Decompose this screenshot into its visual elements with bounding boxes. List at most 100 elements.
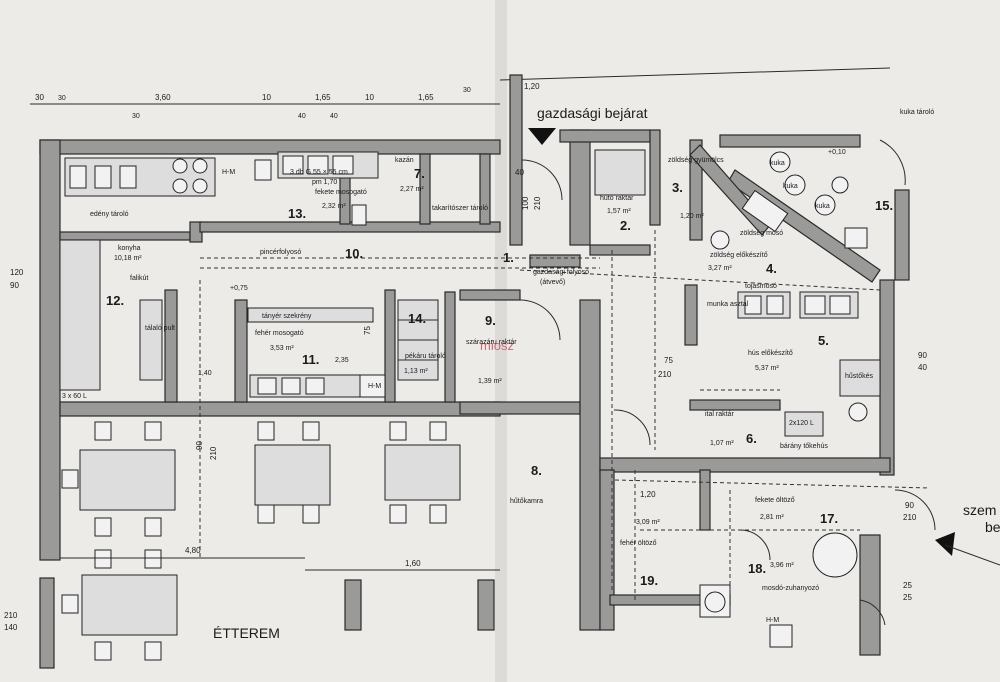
hm-label: H-M [368,383,381,390]
room-number: 15. [875,198,893,213]
hm-label: H-M [766,617,779,624]
dim: 210 [658,370,672,379]
room-area: 3,09 m² [636,519,660,526]
room-name: hús előkészítő [748,350,793,357]
room-area: 10,18 m² [114,255,142,262]
room-name: szárazáru raktár [466,339,517,346]
right-dim: 90 [905,501,914,510]
room-area: 5,37 m² [755,365,779,372]
dish-storage-label: edény tároló [90,211,129,218]
room-area: 3,27 m² [708,265,732,272]
room-number: 6. [746,431,757,446]
top-dim: 3,60 [155,93,171,102]
room-area: 2,27 m² [400,186,424,193]
room-area: 1,13 m² [404,368,428,375]
dim: 75 [664,356,673,365]
room-number: 3. [672,180,683,195]
dishes-label: 3 db G 55 × 55 cm [290,169,348,176]
room-number: 11. [302,352,319,367]
room-name: pékáru tároló [405,353,446,360]
room-name: zöldség előkészítő [710,252,768,259]
dim: 210 [533,196,542,210]
level-label: +0,75 [230,285,248,292]
right-dim: 25 [903,593,912,602]
room-number: 18. [748,561,766,576]
level-label: +0,10 [828,149,846,156]
room-area: 2,32 m² [322,203,346,210]
dim: 210 [209,446,218,460]
bin-label: kuka [815,203,830,210]
room-number: 5. [818,333,829,348]
entrance-label: gazdasági bejárat [537,105,648,121]
top-dim: 1,65 [315,93,331,102]
room-number: 13. [288,206,306,221]
page-fold [495,0,507,682]
room-sub: (átvevő) [540,279,565,286]
entrance-label-2b: be [985,519,1000,535]
door-swings [519,139,936,626]
dim-label: 2,35 [335,357,349,364]
boiler-label: 3 x 60 L [62,393,87,400]
egg-wash-label: tojásmosó [745,283,777,290]
top-dim: 1,20 [524,82,540,91]
room-name: kuka tároló [900,109,934,116]
cleaning-label: takarítószer tároló [432,205,488,212]
dim: 100 [521,196,530,210]
entrance-arrow-2 [935,532,955,556]
room-number: 14. [408,311,426,326]
room-name: hűtő raktár [600,195,634,202]
freezer-label: 2x120 L [789,420,814,427]
dim-label: 1,40 [198,370,212,377]
bin-label: kuka [783,183,798,190]
room-number: 4. [766,261,777,276]
room-name: ital raktár [705,411,734,418]
room-name: hűtőkamra [510,498,543,505]
room-name: zöldség gyümölcs [668,157,724,164]
left-dim: 210 [4,611,18,620]
entrance-arrow-line [944,544,1000,566]
room-name: fekete mosogató [315,189,367,196]
top-dim: 10 [262,93,271,102]
beef-label: bárány tőkehús [780,443,828,450]
dim: 90 [195,441,204,450]
plate-cabinet-label: tányér szekrény [262,313,312,320]
top-dim: 30 [35,93,44,102]
dining-label: ÉTTEREM [213,625,280,641]
left-dim: 120 [10,268,24,277]
equipment-row [59,151,439,398]
right-dim: 25 [903,581,912,590]
dim: 40 [515,168,524,177]
veg-wash-label: zöldség mosó [740,230,783,237]
top-dim: 30 [132,113,140,120]
entrance-label-2: szem [963,502,996,518]
bottom-dim: 4,80 [185,546,201,555]
room-name: kazán [395,157,414,164]
room-area: 1,20 m² [680,213,704,220]
room-number: 10. [345,246,363,261]
top-dim: 1,65 [418,93,434,102]
dim: 1,20 [640,490,656,499]
pipes [199,230,931,600]
faucet-label: falikút [130,275,148,282]
room-name: fehér öltöző [620,540,657,547]
walls [39,74,910,669]
top-dim: 40 [298,113,306,120]
room-area: 1,57 m² [607,208,631,215]
right-dim: 210 [903,513,917,522]
room-area: 1,07 m² [710,440,734,447]
hm-label: H-M [222,169,235,176]
watermark: miosz [480,338,514,353]
room-number: 17. [820,511,838,526]
room-number: 9. [485,313,496,328]
top-dim: 40 [330,113,338,120]
room-name: fehér mosogató [255,330,304,337]
room-number: 8. [531,463,542,478]
room-area: 1,39 m² [478,378,502,385]
work-table-label: munka asztal [707,301,749,308]
left-dim: 90 [10,281,19,290]
top-dim-line-right [499,67,891,81]
right-dim: 90 [918,351,927,360]
serving-label: tálaló pult [145,325,175,332]
top-dim: 30 [463,87,471,94]
